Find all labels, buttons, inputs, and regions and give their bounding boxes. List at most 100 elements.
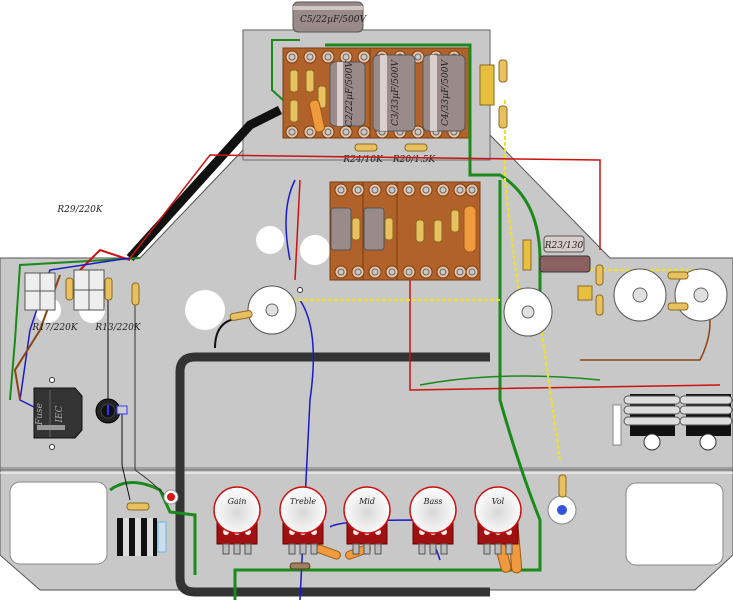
- resistor: [289, 99, 299, 123]
- pot-knob[interactable]: [474, 486, 522, 534]
- r24-label: R24/10K: [342, 155, 384, 165]
- resistor: [433, 219, 443, 243]
- pot-label: Vol: [492, 497, 505, 506]
- tube-socket-v2: [503, 287, 553, 337]
- speaker-jack-2[interactable]: [679, 394, 733, 451]
- eyelet-hole: [354, 186, 362, 194]
- resistor: [131, 282, 140, 306]
- resistor: [415, 219, 425, 243]
- eyelet-hole: [360, 128, 368, 136]
- wire-green: [271, 39, 300, 101]
- tube-socket-v1: [229, 285, 297, 335]
- wire-red: [129, 154, 601, 259]
- eyelet-hole: [288, 53, 296, 61]
- capacitor-electrolytic: [330, 207, 352, 251]
- capacitor-c5: C5/22µF/500V: [292, 1, 367, 33]
- r20-label: R20/1.5K: [392, 155, 437, 165]
- pot-lug: [363, 543, 371, 555]
- eyelet-hole: [439, 268, 447, 276]
- resistor: [667, 271, 689, 280]
- eyelet-hole: [342, 53, 350, 61]
- resistor: [229, 310, 253, 321]
- input-jack[interactable]: [117, 502, 167, 556]
- pot-lug: [288, 543, 296, 555]
- pilot-lamp-lens: [167, 493, 175, 501]
- capacitor-c2: C2/22µF/500V: [329, 60, 366, 127]
- eyelet-hole: [354, 268, 362, 276]
- pot-lug: [505, 543, 513, 555]
- pot-knob[interactable]: [409, 486, 457, 534]
- terminal-block-left: [24, 272, 56, 311]
- pot-vol[interactable]: Vol: [474, 486, 522, 555]
- resistor: [65, 277, 74, 301]
- tube-hole: [185, 290, 225, 330]
- speaker-jack-1[interactable]: [623, 394, 681, 451]
- fuse-label: Fuse: [35, 403, 45, 426]
- wire-red: [409, 280, 721, 391]
- r13-label: R13/220K: [94, 323, 141, 333]
- pot-label: Treble: [290, 497, 317, 506]
- pot-knob[interactable]: [343, 486, 391, 534]
- eyelet-hole: [388, 186, 396, 194]
- tube-socket-power-1: [613, 268, 667, 322]
- wire-green: [419, 375, 601, 386]
- bias-pot[interactable]: [547, 474, 577, 525]
- iec-label: IEC: [55, 405, 65, 423]
- pot-treble[interactable]: Treble: [279, 486, 327, 555]
- front-cutout-left: [9, 481, 108, 565]
- eyelet-hole: [288, 128, 296, 136]
- wire-green: [9, 257, 141, 401]
- eyelet-hole: [405, 186, 413, 194]
- eyelet-hole: [405, 268, 413, 276]
- eyelet-hole: [360, 53, 368, 61]
- pot-label: Mid: [358, 497, 375, 506]
- c3-label: C3/33µF/500V: [391, 59, 401, 126]
- mount-hole: [49, 444, 55, 450]
- r29-label: R29/220K: [56, 205, 103, 215]
- eyelet-hole: [371, 186, 379, 194]
- iec-power-inlet[interactable]: Fuse IEC: [33, 387, 83, 439]
- pot-gain[interactable]: Gain: [213, 486, 261, 555]
- pot-mid[interactable]: Mid: [343, 486, 391, 555]
- wire-black: [121, 410, 131, 501]
- pot-lug: [244, 543, 252, 555]
- impedance-switch[interactable]: [612, 404, 622, 446]
- wire-black: [134, 300, 166, 496]
- capacitor-orange: [463, 205, 477, 253]
- eyelet-hole: [324, 128, 332, 136]
- eyelet-hole: [306, 128, 314, 136]
- pot-lug: [483, 543, 491, 555]
- eyelet-hole: [468, 186, 476, 194]
- pot-bass[interactable]: Bass: [409, 486, 457, 555]
- pot-label: Bass: [423, 497, 443, 506]
- resistor: [450, 209, 460, 233]
- resistor: [595, 264, 604, 286]
- eyelet-hole: [456, 268, 464, 276]
- resistor: [595, 294, 604, 316]
- eyelet-hole: [371, 268, 379, 276]
- resistor: [289, 69, 299, 93]
- front-cutout-right: [625, 482, 724, 566]
- wiring: [9, 39, 721, 601]
- pot-knob[interactable]: [213, 486, 261, 534]
- terminal-strip: [522, 239, 532, 271]
- eyelet-hole: [414, 53, 422, 61]
- eyelet-hole: [422, 268, 430, 276]
- resistor-r24: [354, 143, 378, 152]
- c2-label: C2/22µF/500V: [345, 60, 355, 127]
- wire-red: [79, 248, 131, 271]
- resistor: [384, 217, 394, 241]
- eyelet-hole: [414, 128, 422, 136]
- eyelet-hole: [324, 53, 332, 61]
- power-switch[interactable]: [95, 398, 128, 424]
- wire-blue: [285, 179, 296, 261]
- tube-hole: [256, 226, 284, 254]
- main-turret-board: [329, 181, 481, 281]
- eyelet-hole: [439, 186, 447, 194]
- pot-knob[interactable]: [279, 486, 327, 534]
- c4-label: C4/33µF/500V: [441, 59, 451, 126]
- wire-blue: [19, 257, 131, 411]
- eyelet-hole: [388, 268, 396, 276]
